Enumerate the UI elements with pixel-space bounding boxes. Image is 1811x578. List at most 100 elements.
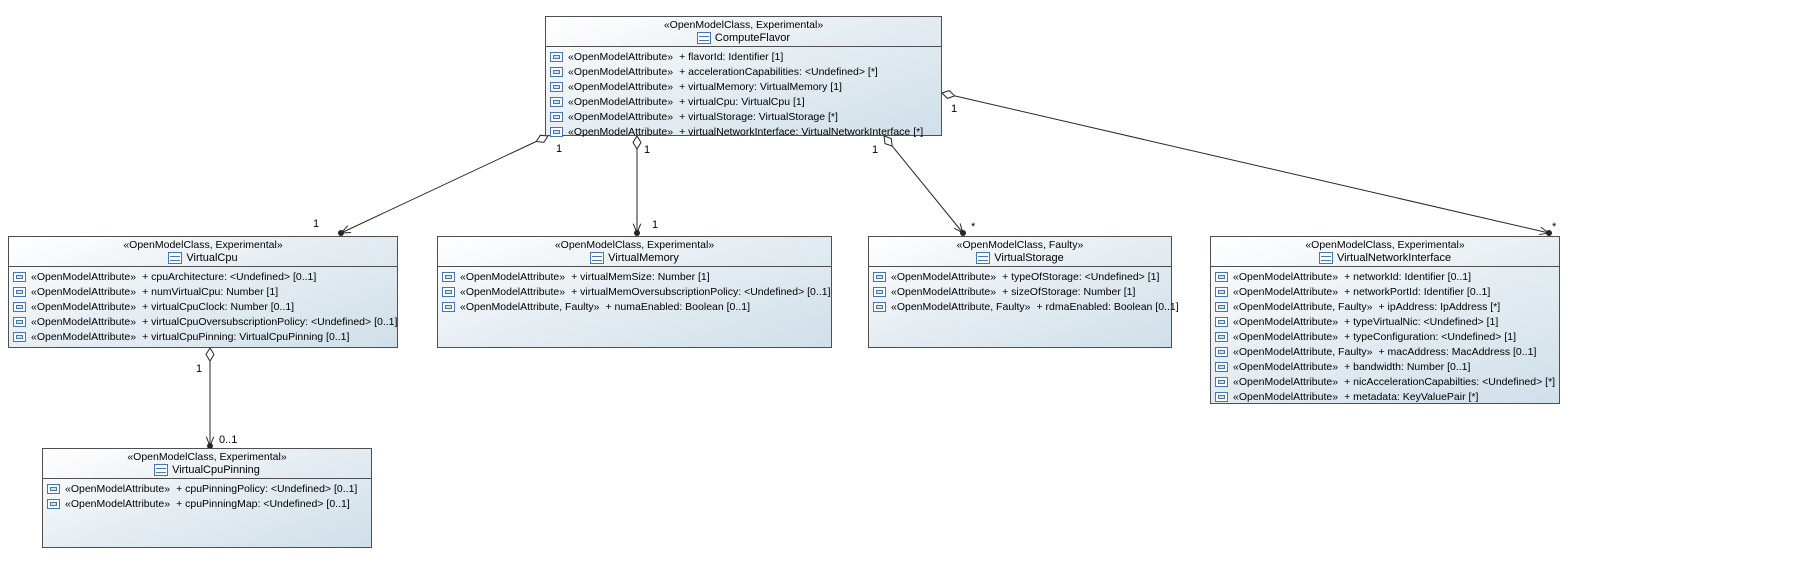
attribute-text: + numaEnabled: Boolean [0..1] (605, 300, 750, 313)
class-virtualnetworkinterface[interactable]: «OpenModelClass, Experimental» VirtualNe… (1210, 236, 1560, 404)
class-computeflavor[interactable]: «OpenModelClass, Experimental» ComputeFl… (545, 16, 942, 139)
attribute-row[interactable]: «OpenModelAttribute»+ typeVirtualNic: <U… (1211, 314, 1559, 329)
attribute-icon (550, 126, 563, 137)
arrowhead-icon (205, 436, 215, 448)
attribute-stereotype: «OpenModelAttribute» (65, 482, 171, 495)
attribute-text: + cpuArchitecture: <Undefined> [0..1] (142, 270, 317, 283)
attribute-row[interactable]: «OpenModelAttribute»+ cpuPinningMap: <Un… (43, 496, 371, 511)
attribute-row[interactable]: «OpenModelAttribute»+ metadata: KeyValue… (1211, 389, 1559, 404)
attribute-icon (1215, 376, 1228, 387)
attribute-row[interactable]: «OpenModelAttribute»+ virtualMemOversubs… (438, 284, 831, 299)
attribute-row[interactable]: «OpenModelAttribute» + networkId: Identif… (1211, 269, 1559, 284)
attribute-stereotype: «OpenModelAttribute» (568, 110, 674, 123)
attribute-text: + virtualMemSize: Number [1] (571, 270, 710, 283)
attribute-icon (873, 271, 886, 282)
attribute-row[interactable]: «OpenModelAttribute»+ bandwidth: Number … (1211, 359, 1559, 374)
attribute-icon (873, 301, 886, 312)
attribute-icon (1215, 331, 1228, 342)
target-multiplicity-label: * (971, 221, 976, 233)
attribute-row[interactable]: «OpenModelAttribute»+ numVirtualCpu: Num… (9, 284, 397, 299)
edge-computeflavor-virtualstorage[interactable]: 1 * (872, 135, 976, 236)
attribute-stereotype: «OpenModelAttribute, Faulty» (1233, 345, 1373, 358)
attribute-text: + accelerationCapabilities: <Undefined> … (679, 65, 878, 78)
arrowhead-icon (1539, 226, 1551, 236)
attribute-icon (13, 286, 26, 297)
attribute-row[interactable]: «OpenModelAttribute»+ virtualNetworkInte… (546, 124, 941, 139)
attribute-row[interactable]: «OpenModelAttribute, Faulty»+ numaEnable… (438, 299, 831, 314)
attribute-text: + cpuPinningMap: <Undefined> [0..1] (176, 497, 350, 510)
attribute-row[interactable]: «OpenModelAttribute, Faulty»+ macAddress… (1211, 344, 1559, 359)
attribute-text: + virtualStorage: VirtualStorage [*] (679, 110, 838, 123)
attribute-row[interactable]: «OpenModelAttribute, Faulty»+ rdmaEnable… (869, 299, 1179, 314)
attribute-row[interactable]: «OpenModelAttribute»+ virtualCpuPinning:… (9, 329, 397, 344)
attribute-icon (1215, 286, 1228, 297)
attribute-row[interactable]: «OpenModelAttribute» + networkPortId: Ide… (1211, 284, 1559, 299)
attribute-icon (13, 316, 26, 327)
source-multiplicity-label: 1 (644, 144, 650, 156)
attribute-row[interactable]: «OpenModelAttribute»+ typeOfStorage: <Un… (869, 269, 1171, 284)
class-name: VirtualNetworkInterface (1336, 252, 1452, 264)
edge-line[interactable] (891, 145, 964, 234)
attribute-row[interactable]: «OpenModelAttribute»+ sizeOfStorage: Num… (869, 284, 1171, 299)
attribute-text: + virtualCpuPinning: VirtualCpuPinning [… (142, 330, 350, 343)
class-icon (154, 464, 169, 476)
attribute-row[interactable]: «OpenModelAttribute»+ virtualCpuOversubs… (9, 314, 397, 329)
attribute-text: + virtualCpu: VirtualCpu [1] (679, 95, 805, 108)
attribute-row[interactable]: «OpenModelAttribute» + virtualStorage: Vi… (546, 109, 941, 124)
class-header: «OpenModelClass, Experimental» VirtualCp… (9, 237, 397, 267)
attribute-stereotype: «OpenModelAttribute» (1233, 285, 1339, 298)
class-virtualstorage[interactable]: «OpenModelClass, Faulty» VirtualStorage … (868, 236, 1179, 348)
attribute-icon (550, 96, 563, 107)
attribute-icon (13, 301, 26, 312)
attribute-row[interactable]: «OpenModelAttribute» + virtualMemSize: Nu… (438, 269, 831, 284)
composition-diamond-icon (205, 347, 215, 362)
attribute-text: + nicAccelerationCapabilties: <Undefined… (1344, 375, 1556, 388)
attribute-icon (442, 286, 455, 297)
arrowhead-icon (339, 225, 352, 234)
edge-computeflavor-virtualcpu[interactable]: 1 1 (313, 134, 562, 236)
source-multiplicity-label: 1 (196, 363, 202, 375)
attribute-icon (1215, 271, 1228, 282)
target-multiplicity-label: 1 (313, 218, 319, 230)
attribute-text: + typeOfStorage: <Undefined> [1] (1002, 270, 1160, 283)
attribute-icon (1215, 316, 1228, 327)
attribute-row[interactable]: «OpenModelAttribute»+ cpuArchitecture: <… (9, 269, 397, 284)
attributes-compartment: «OpenModelAttribute»+ cpuArchitecture: <… (9, 267, 397, 344)
attribute-row[interactable]: «OpenModelAttribute»+ flavorId: Identifi… (546, 49, 941, 64)
class-stereotype: «OpenModelClass, Experimental» (123, 239, 283, 251)
attribute-icon (550, 51, 563, 62)
edge-computeflavor-virtualmemory[interactable]: 1 1 (632, 135, 658, 236)
attribute-row[interactable]: «OpenModelAttribute»+ cpuPinningPolicy: … (43, 481, 371, 496)
attribute-icon (550, 81, 563, 92)
attribute-row[interactable]: «OpenModelAttribute»+ virtualCpu: Virtua… (546, 94, 941, 109)
class-header: «OpenModelClass, Experimental» ComputeFl… (546, 17, 941, 47)
edge-line[interactable] (954, 95, 1550, 234)
attribute-icon (47, 483, 60, 494)
attribute-stereotype: «OpenModelAttribute» (1233, 375, 1339, 388)
attribute-stereotype: «OpenModelAttribute» (1233, 270, 1339, 283)
attribute-text: + networkId: Identifier [0..1] (1344, 270, 1472, 283)
attribute-row[interactable]: «OpenModelAttribute»+ virtualMemory: Vir… (546, 79, 941, 94)
attribute-icon (47, 498, 60, 509)
attribute-row[interactable]: «OpenModelAttribute, Faulty»+ ipAddress:… (1211, 299, 1559, 314)
class-name: VirtualStorage (994, 252, 1064, 264)
class-virtualcpupinning[interactable]: «OpenModelClass, Experimental» VirtualCp… (42, 448, 372, 548)
class-virtualmemory[interactable]: «OpenModelClass, Experimental» VirtualMe… (437, 236, 832, 348)
class-virtualcpu[interactable]: «OpenModelClass, Experimental» VirtualCp… (8, 236, 398, 348)
attribute-row[interactable]: «OpenModelAttribute»+ accelerationCapabi… (546, 64, 941, 79)
attribute-row[interactable]: «OpenModelAttribute»+ typeConfiguration:… (1211, 329, 1559, 344)
class-stereotype: «OpenModelClass, Experimental» (663, 19, 824, 31)
attributes-compartment: «OpenModelAttribute»+ cpuPinningPolicy: … (43, 479, 371, 511)
edge-virtualcpu-virtualcpupinning[interactable]: 1 0..1 (196, 347, 237, 449)
class-name: VirtualMemory (608, 252, 679, 264)
attribute-text: + networkPortId: Identifier [0..1] (1344, 285, 1491, 298)
edge-computeflavor-virtualnetworkinterface[interactable]: 1 * (941, 90, 1557, 236)
target-multiplicity-label: * (1552, 221, 1557, 233)
attribute-stereotype: «OpenModelAttribute» (460, 270, 566, 283)
attribute-row[interactable]: «OpenModelAttribute»+ virtualCpuClock: N… (9, 299, 397, 314)
attribute-icon (13, 331, 26, 342)
attribute-stereotype: «OpenModelAttribute» (568, 50, 674, 63)
attribute-row[interactable]: «OpenModelAttribute» + nicAccelerationCap… (1211, 374, 1559, 389)
edge-line[interactable] (340, 141, 537, 234)
